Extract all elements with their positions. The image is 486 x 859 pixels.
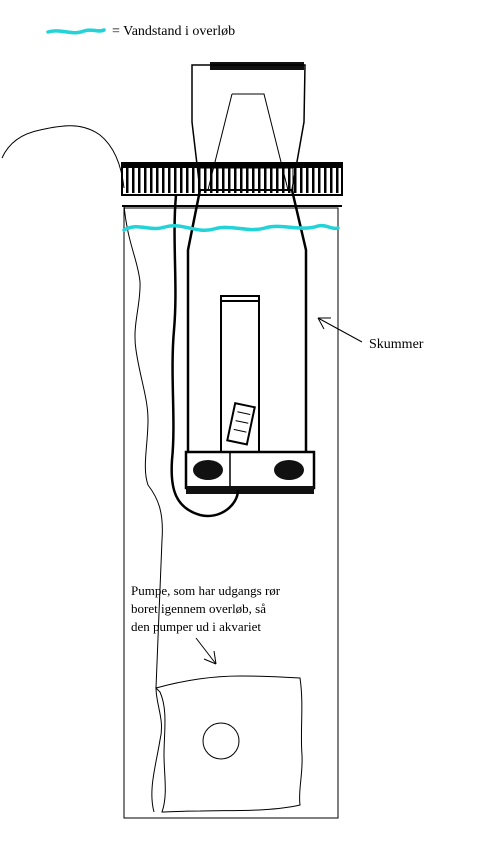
comb-tooth — [144, 168, 147, 193]
skimmer-label: Skummer — [369, 337, 424, 352]
aquarium-edge-line — [1, 125, 163, 813]
comb-tooth — [276, 168, 279, 193]
comb-tooth — [126, 168, 129, 193]
legend: = Vandstand i overløb — [46, 24, 235, 39]
comb-tooth — [222, 168, 225, 193]
comb-tooth — [330, 168, 333, 193]
comb-tooth — [306, 168, 309, 193]
skimmer-body — [186, 189, 308, 452]
comb-tooth — [252, 168, 255, 193]
pump-label-line-3: den pumper ud i akvariet — [131, 619, 261, 634]
comb-tooth — [138, 168, 141, 193]
comb-tooth — [288, 168, 291, 193]
comb-tooth — [234, 168, 237, 193]
comb-tooth — [162, 168, 165, 193]
comb-tooth — [270, 168, 273, 193]
comb-tooth — [192, 168, 195, 193]
comb-tooth — [228, 168, 231, 193]
comb-tooth — [240, 168, 243, 193]
legend-water-line — [46, 28, 106, 35]
water-level-line — [122, 223, 340, 232]
skimmer-airstone — [226, 401, 256, 446]
pump-label: Pumpe, som har udgangs rør boret igennem… — [131, 583, 281, 634]
comb-tooth — [156, 168, 159, 193]
comb-tooth — [258, 168, 261, 193]
overflow-comb — [121, 162, 343, 207]
legend-text: = Vandstand i overløb — [112, 24, 235, 39]
comb-tooth — [150, 168, 153, 193]
pump-label-line-2: boret igennem overløb, så — [131, 601, 266, 616]
skimmer-callout: Skummer — [317, 317, 424, 352]
pump-outlet — [202, 722, 240, 760]
comb-tooth — [180, 168, 183, 193]
comb-tooth — [294, 168, 297, 193]
comb-tooth — [216, 168, 219, 193]
comb-tooth — [168, 168, 171, 193]
pump-arrow — [195, 637, 217, 665]
comb-tooth — [318, 168, 321, 193]
comb-tooth — [204, 168, 207, 193]
comb-tooth — [336, 168, 339, 193]
comb-tooth — [264, 168, 267, 193]
comb-tooth — [186, 168, 189, 193]
air-hose — [170, 194, 240, 518]
skimmer-base — [184, 450, 316, 494]
skimmer-cup — [191, 62, 306, 191]
base-hole-left — [193, 460, 223, 480]
pump-label-line-1: Pumpe, som har udgangs rør — [131, 583, 281, 598]
comb-tooth — [324, 168, 327, 193]
overflow-box — [123, 207, 339, 819]
pump — [155, 675, 303, 813]
comb-tooth — [312, 168, 315, 193]
comb-tooth — [174, 168, 177, 193]
comb-tooth — [300, 168, 303, 193]
comb-tooth — [246, 168, 249, 193]
base-hole-right — [274, 460, 304, 480]
comb-tooth — [210, 168, 213, 193]
comb-tooth — [282, 168, 285, 193]
comb-tooth — [132, 168, 135, 193]
